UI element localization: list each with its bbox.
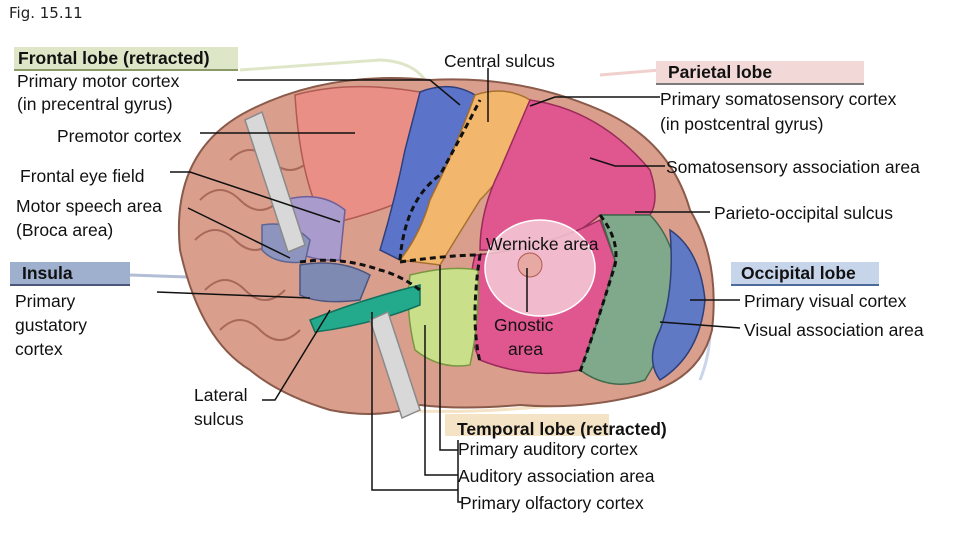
motor-speech-area-label: Motor speech area	[16, 196, 162, 216]
temporal-lobe-header: Temporal lobe (retracted)	[445, 414, 667, 439]
insula-header: Insula	[10, 262, 130, 286]
gustatory-primary-label: Primary	[15, 291, 76, 311]
sulcus-boundaries	[299, 99, 618, 373]
somatosensory-association-area-label: Somatosensory association area	[666, 157, 920, 177]
temporal-retractor	[369, 310, 421, 420]
primary-olfactory-cortex-label: Primary olfactory cortex	[460, 493, 644, 513]
parietal-outline	[599, 68, 661, 77]
leader-lines	[156, 68, 741, 503]
insula-area	[299, 262, 371, 303]
parieto-occipital-sulcus-label: Parieto-occipital sulcus	[714, 203, 893, 223]
figure-label: Fig. 15.11	[9, 4, 83, 22]
lateral-sulcus-label: sulcus	[194, 409, 244, 429]
central-sulcus-label: Central sulcus	[444, 51, 555, 71]
primary-visual-area	[651, 228, 706, 382]
lateral-label: Lateral	[194, 385, 248, 405]
gustatory-cortex-label: cortex	[15, 339, 63, 359]
postcentral-gyrus-label: (in postcentral gyrus)	[660, 114, 824, 134]
auditory-association-area-label: Auditory association area	[458, 466, 655, 486]
premotor-area	[294, 85, 421, 226]
olfactory-area	[309, 284, 421, 333]
frontal-lobe-label: Frontal lobe (retracted)	[18, 48, 210, 68]
visual-association-area-label: Visual association area	[744, 320, 924, 340]
temporal-lobe-label: Temporal lobe (retracted)	[457, 419, 667, 439]
frontal-eye-field-label: Frontal eye field	[20, 166, 145, 186]
wernicke-area-label: Wernicke area	[486, 234, 599, 254]
wernicke-dot	[517, 252, 543, 278]
occipital-lobe-header: Occipital lobe	[731, 262, 879, 286]
parietal-lobe-header: Parietal lobe	[656, 61, 864, 85]
gustatory-label: gustatory	[15, 315, 87, 335]
primary-auditory-cortex-label: Primary auditory cortex	[458, 439, 638, 459]
gnostic-label: Gnostic	[494, 315, 554, 335]
premotor-cortex-label: Premotor cortex	[57, 126, 182, 146]
parietal-lobe-label: Parietal lobe	[668, 62, 773, 82]
primary-visual-cortex-label: Primary visual cortex	[744, 291, 907, 311]
frontal-retractor	[244, 110, 306, 254]
frontal-lobe-header: Frontal lobe (retracted)	[14, 47, 238, 71]
insula-label: Insula	[22, 263, 73, 283]
broca-area-label: (Broca area)	[16, 220, 114, 240]
gnostic-area-label: area	[508, 339, 544, 359]
precentral-gyrus-label: (in precentral gyrus)	[17, 94, 173, 114]
auditory-area	[407, 267, 480, 367]
occipital-lobe-label: Occipital lobe	[741, 263, 856, 283]
primary-motor-cortex-label: Primary motor cortex	[17, 71, 180, 91]
primary-somatosensory-cortex-label: Primary somatosensory cortex	[660, 89, 897, 109]
